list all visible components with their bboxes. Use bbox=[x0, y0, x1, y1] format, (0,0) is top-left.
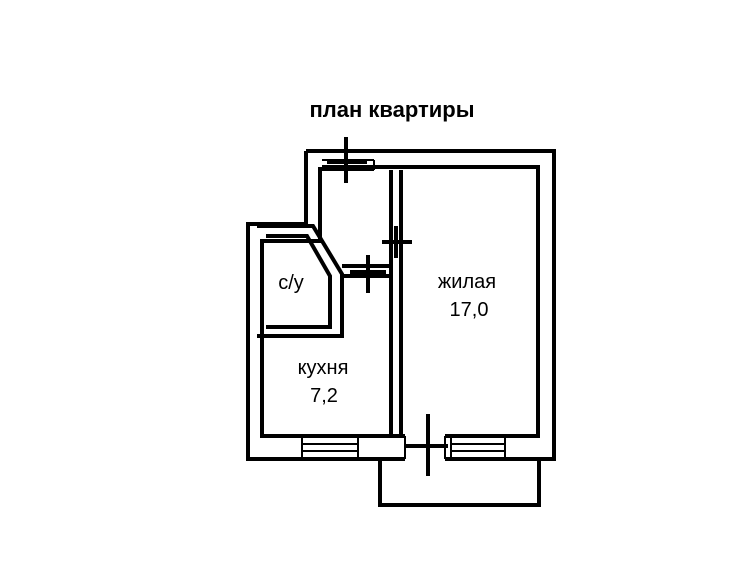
partition-wall bbox=[389, 170, 403, 434]
room-bathroom-name: с/у bbox=[278, 272, 304, 294]
window-kitchen bbox=[301, 435, 359, 460]
room-kitchen-name: кухня bbox=[298, 357, 349, 379]
bathroom-walls bbox=[257, 224, 389, 338]
door-marker-bathroom bbox=[350, 255, 386, 293]
plan-title: план квартиры bbox=[309, 97, 474, 122]
window-living bbox=[450, 435, 506, 460]
door-marker-balcony bbox=[406, 414, 448, 476]
door-marker-corridor bbox=[382, 226, 412, 258]
room-living-area: 17,0 bbox=[450, 299, 489, 321]
door-marker-top bbox=[327, 137, 367, 183]
room-living-name: жилая bbox=[438, 271, 496, 293]
balcony bbox=[378, 461, 541, 507]
room-kitchen-area: 7,2 bbox=[310, 385, 338, 407]
